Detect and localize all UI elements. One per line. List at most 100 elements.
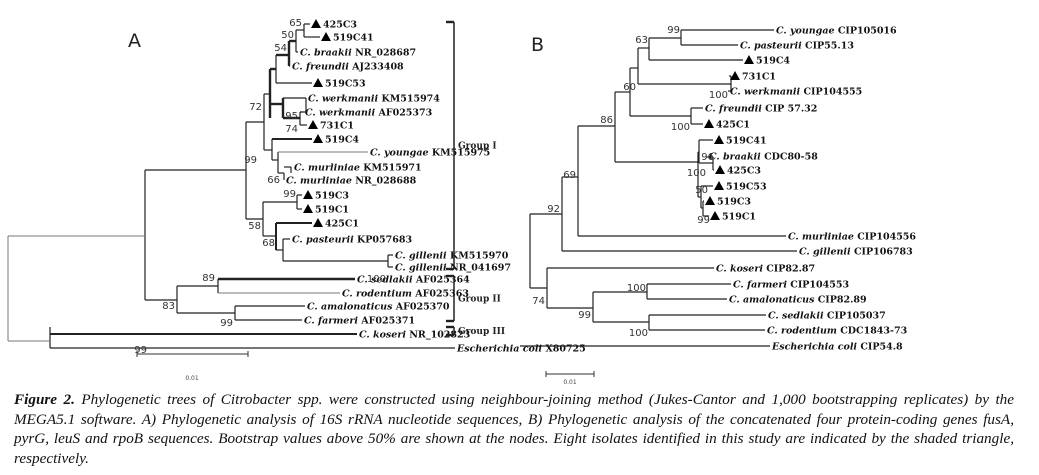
- tree-a-leaf-a22: C. farmeri AF025371: [304, 316, 415, 327]
- tree-a-bootstrap-12: 89: [202, 273, 215, 284]
- caption-figure-label: Figure 2.: [14, 391, 75, 408]
- isolate-triangle-icon: [730, 71, 740, 80]
- tree-b-bootstrap-10: 69: [563, 170, 576, 181]
- tree-b-leaf-b20: C. rodentium CDC1843-73: [767, 326, 907, 337]
- tree-b-leaf-b19: C. sedlakii CIP105037: [768, 311, 886, 322]
- tree-a-leaf-a2: 519C41: [333, 33, 374, 44]
- tree-b-leaf-b10: 425C3: [727, 166, 761, 177]
- scale-bar-a-label: 0.01: [185, 375, 199, 382]
- tree-a-leaf-a9: 519C4: [325, 135, 359, 146]
- isolate-triangle-icon: [303, 204, 313, 213]
- isolate-triangle-icon: [714, 181, 724, 190]
- tree-b-bootstrap-6: 96: [701, 152, 714, 163]
- tree-b-bootstrap-2: 100: [709, 90, 728, 101]
- tree-b-bootstrap-1: 63: [635, 35, 648, 46]
- group-label-2: Group II: [458, 295, 501, 305]
- scale-bar-b-label: 0.01: [563, 379, 577, 385]
- tree-b-leaf-b5: C. werkmanii CIP104555: [730, 87, 862, 98]
- tree-a-bootstrap-7: 99: [244, 155, 257, 166]
- tree-a-leaf-a13: 519C3: [315, 191, 349, 202]
- tree-b-bootstrap-14: 99: [578, 310, 591, 321]
- isolate-triangle-icon: [313, 218, 323, 227]
- tree-b-leaf-b15: C. gillenii CIP106783: [799, 247, 913, 258]
- isolate-triangle-icon: [704, 119, 714, 128]
- tree-b-bootstrap-12: 100: [627, 283, 646, 294]
- tree-a-bootstrap-13: 83: [162, 301, 175, 312]
- tree-a-bootstrap-1: 50: [281, 30, 294, 41]
- tree-a-leaf-a17: C. gillenii KM515970: [395, 251, 509, 262]
- tree-a-bootstrap-5: 72: [249, 102, 262, 113]
- tree-a-bootstrap-0: 65: [289, 18, 302, 29]
- tree-a-leaf-a14: 519C1: [315, 205, 349, 216]
- tree-a-leaf-a16: C. pasteurii KP057683: [292, 235, 412, 246]
- isolate-triangle-icon: [313, 134, 323, 143]
- tree-a-leaf-a12: C. murliniae NR_028688: [286, 176, 417, 187]
- tree-a-leaf-a19: C. sedlakii AF025364: [357, 275, 470, 286]
- tree-b-bootstrap-7: 100: [687, 168, 706, 179]
- tree-b-bootstrap-4: 100: [671, 122, 690, 133]
- tree-a-leaf-a20: C. rodentium AF025363: [342, 289, 469, 300]
- isolate-triangle-icon: [313, 78, 323, 87]
- tree-b-bootstrap-0: 99: [667, 25, 680, 36]
- tree-a-bootstrap-11: 100: [367, 274, 386, 285]
- tree-b-leaf-b6: C. freundii CIP 57.32: [705, 104, 817, 115]
- tree-a-bootstrap-6: 66: [267, 175, 280, 186]
- tree-a-bootstrap-4: 74: [285, 124, 298, 135]
- panel-a-label: A: [128, 30, 141, 52]
- tree-b-leaf-b18: C. amalonaticus CIP82.89: [729, 295, 867, 306]
- figure-caption: Figure 2. Phylogenetic trees of Citrobac…: [14, 390, 1014, 468]
- tree-b-leaf-b16: C. koseri CIP82.87: [716, 264, 815, 275]
- tree-b-leaf-b13: 519C1: [722, 212, 756, 223]
- tree-b-leaf-b1: C. youngae CIP105016: [776, 26, 897, 37]
- tree-b-leaf-b17: C. farmeri CIP104553: [733, 280, 849, 291]
- tree-a-leaf-a5: 519C53: [325, 79, 366, 90]
- tree-a-leaf-a8: 731C1: [320, 121, 354, 132]
- tree-a-bootstrap-8: 99: [283, 189, 296, 200]
- isolate-triangle-icon: [311, 19, 321, 28]
- tree-b-leaf-b2: C. pasteurii CIP55.13: [740, 41, 854, 52]
- tree-a-bootstrap-10: 68: [262, 238, 275, 249]
- isolate-triangle-icon: [308, 120, 318, 129]
- isolate-triangle-icon: [705, 196, 715, 205]
- tree-a-leaf-a7: C. werkmanii AF025373: [305, 108, 432, 119]
- group-label-1: Group I: [458, 142, 497, 152]
- tree-b-bootstrap-3: 60: [623, 82, 636, 93]
- tree-a-bootstrap-2: 54: [274, 43, 287, 54]
- tree-b-leaf-b9: C. braakii CDC80-58: [709, 152, 818, 163]
- caption-text: Phylogenetic trees of Citrobacter spp. w…: [14, 391, 1015, 467]
- tree-b-bootstrap-15: 74: [532, 296, 545, 307]
- isolate-triangle-icon: [714, 135, 724, 144]
- tree-b-leaf-b3: 519C4: [756, 56, 790, 67]
- isolate-triangle-icon: [303, 190, 313, 199]
- tree-a-leaf-a6: C. werkmanii KM515974: [308, 94, 440, 105]
- tree-b-leaf-b8: 519C41: [726, 136, 767, 147]
- isolate-triangle-icon: [744, 55, 754, 64]
- isolate-triangle-icon: [710, 211, 720, 220]
- tree-b-leaf-b21: Escherichia coli CIP54.8: [771, 342, 903, 353]
- tree-a-leaf-a11: C. murliniae KM515971: [294, 163, 422, 174]
- group-label-3: Group III: [458, 327, 505, 337]
- tree-a-leaf-a15: 425C1: [325, 219, 359, 230]
- tree-a-bootstrap-15: 99: [134, 345, 147, 356]
- tree-b-bootstrap-13: 100: [629, 328, 648, 339]
- tree-b-leaf-b11: 519C53: [726, 182, 767, 193]
- isolate-triangle-icon: [321, 32, 331, 41]
- isolate-triangle-icon: [715, 165, 725, 174]
- tree-b-bootstrap-9: 99: [697, 215, 710, 226]
- tree-b-leaf-b7: 425C1: [716, 120, 750, 131]
- tree-a-leaf-a23: C. koseri NR_102823: [359, 330, 470, 341]
- tree-b-leaf-b4: 731C1: [742, 72, 776, 83]
- tree-b-bootstrap-11: 92: [547, 204, 560, 215]
- tree-a-leaf-a21: C. amalonaticus AF025370: [307, 302, 450, 313]
- tree-a-bootstrap-14: 99: [220, 318, 233, 329]
- tree-a-leaf-a1: 425C3: [323, 20, 357, 31]
- tree-b-leaf-b12: 519C3: [717, 197, 751, 208]
- tree-b-bootstrap-8: 50: [695, 185, 708, 196]
- tree-a-bootstrap-3: 95: [285, 111, 298, 122]
- tree-b-leaf-b14: C. murliniae CIP104556: [788, 232, 916, 243]
- tree-a-leaf-a4: C. freundii AJ233408: [292, 62, 404, 73]
- tree-a-leaf-a10: C. youngae KM515975: [370, 148, 490, 159]
- tree-a-bootstrap-9: 58: [248, 221, 261, 232]
